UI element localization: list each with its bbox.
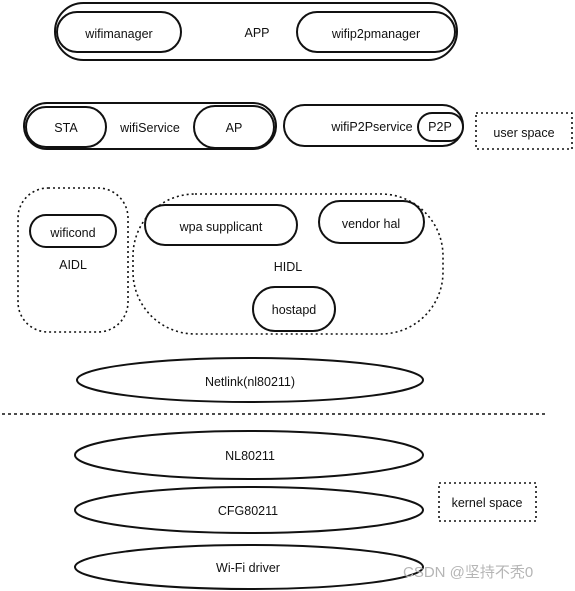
- nl80211-ellipse: [74, 430, 424, 480]
- vendor-hal-label: vendor hal: [341, 216, 401, 231]
- wifi-p2p-service-label: wifiP2Pservice: [331, 119, 413, 134]
- cfg80211-ellipse: [74, 486, 424, 534]
- hidl-label: HIDL: [273, 259, 303, 274]
- ap-label: AP: [225, 120, 243, 135]
- wifip2pmanager-pill: [296, 11, 456, 53]
- p2p-pill: [417, 112, 464, 142]
- hostapd-label: hostapd: [271, 302, 317, 317]
- vendor-hal-pill: [318, 200, 425, 244]
- user-space-label: user space: [493, 125, 555, 140]
- wpa-supplicant-label: wpa supplicant: [179, 219, 263, 234]
- hidl-group-box: [132, 193, 444, 335]
- app-label: APP: [244, 25, 270, 40]
- aidl-label: AIDL: [59, 257, 87, 272]
- ap-pill: [193, 105, 275, 149]
- wificond-pill: [29, 214, 117, 248]
- netlink-ellipse: [76, 357, 424, 403]
- sta-label: STA: [54, 120, 78, 135]
- wifimanager-pill: [56, 11, 182, 53]
- kernel-space-label: kernel space: [451, 495, 523, 510]
- kernel-space-box: [438, 482, 537, 522]
- nl80211-label: NL80211: [225, 448, 275, 463]
- wifi-driver-ellipse: [74, 544, 424, 590]
- hostapd-pill: [252, 286, 336, 332]
- wifip2pmanager-label: wifip2pmanager: [331, 26, 421, 41]
- wifi-service-label: wifiService: [120, 120, 180, 135]
- user-space-box: [475, 112, 573, 150]
- netlink-label: Netlink(nl80211): [204, 374, 296, 389]
- p2p-label: P2P: [428, 119, 452, 134]
- wifi-driver-label: Wi-Fi driver: [216, 560, 280, 575]
- sta-pill: [25, 106, 107, 148]
- wificond-label: wificond: [50, 225, 96, 240]
- wifimanager-label: wifimanager: [85, 26, 153, 41]
- cfg80211-label: CFG80211: [217, 503, 279, 518]
- csdn-watermark: CSDN @坚持不秃0: [403, 564, 534, 581]
- wpa-supplicant-pill: [144, 204, 298, 246]
- aidl-group-box: [17, 187, 129, 333]
